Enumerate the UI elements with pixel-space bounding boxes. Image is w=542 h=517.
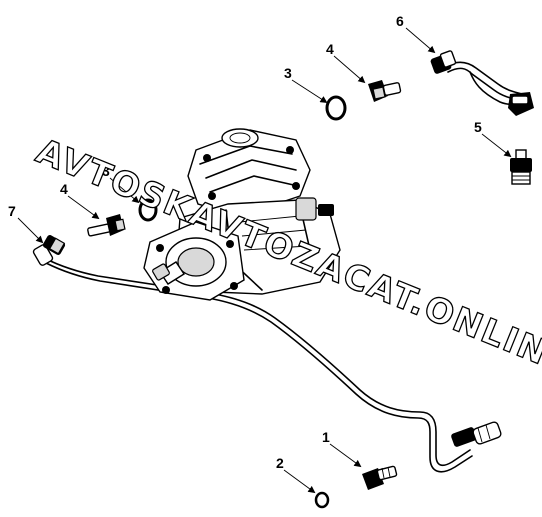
callout-5: 5 [474,119,482,135]
callout-7: 7 [8,203,16,219]
part-4-fitting-left [87,214,126,237]
line-end-fitting-lower [451,421,502,447]
callout-3-upper: 3 [284,65,292,81]
part-1-fitting [362,465,398,490]
part-5-adapter [510,149,532,185]
line-end-fitting-upper [32,235,66,266]
callout-1: 1 [322,429,330,445]
callout-6: 6 [396,13,404,29]
callout-4-upper: 4 [326,41,334,57]
callout-2: 2 [276,455,284,471]
callout-4-left: 4 [60,181,68,197]
part-2-o-ring [314,491,330,509]
part-4-fitting-upper [368,80,402,102]
callout-leaders [17,27,512,494]
air-compressor [143,128,341,301]
discharge-line [430,50,534,116]
part-3-washer-upper [325,95,347,121]
callout-3-left: 3 [102,163,110,179]
part-3-washer-left [138,198,158,222]
